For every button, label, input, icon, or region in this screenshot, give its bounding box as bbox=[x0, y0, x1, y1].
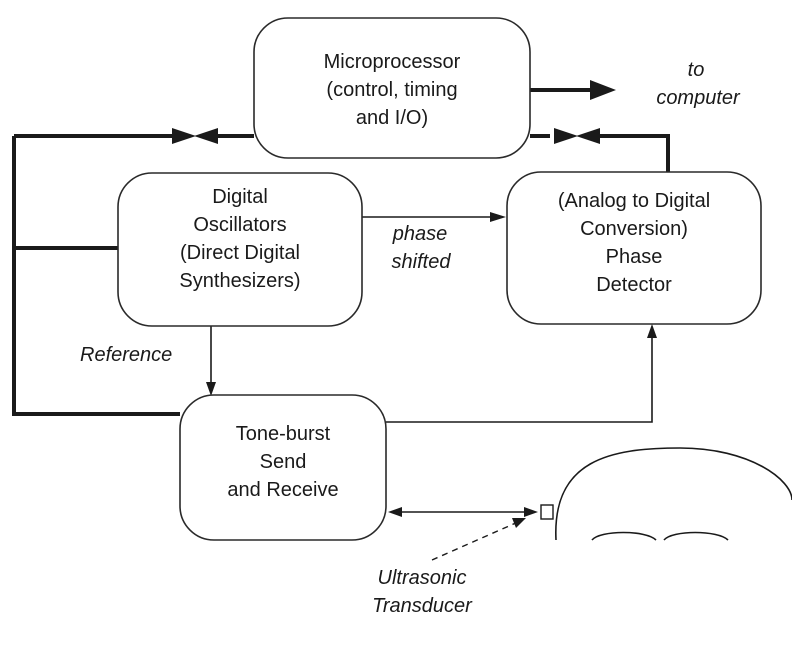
head-crown-curve bbox=[555, 447, 792, 541]
detector-line-3: Phase bbox=[606, 246, 663, 268]
oscillators-box: Digital Oscillators (Direct Digital Synt… bbox=[117, 172, 363, 327]
phase-shifted-arrowhead bbox=[490, 212, 506, 222]
transducer-label-line-1: Ultrasonic bbox=[378, 567, 467, 589]
receive-to-detector-arrow bbox=[386, 324, 657, 423]
bus-arrowhead-left bbox=[194, 128, 218, 144]
detector-line-4: Detector bbox=[596, 274, 672, 296]
transducer-pointer-arrowhead bbox=[512, 518, 526, 528]
microprocessor-box: Microprocessor (control, timing and I/O) bbox=[253, 17, 531, 159]
detector-box: (Analog to Digital Conversion) Phase Det… bbox=[506, 171, 762, 325]
phase-shifted-arrow bbox=[362, 212, 506, 222]
head-outline bbox=[540, 447, 792, 541]
toneburst-line-3: and Receive bbox=[227, 479, 338, 501]
left-bus-line bbox=[12, 136, 180, 416]
toneburst-box: Tone-burst Send and Receive bbox=[179, 394, 387, 541]
transducer-label-line-2: Transducer bbox=[372, 595, 473, 617]
transducer-link-arrowhead-left bbox=[388, 507, 402, 517]
transducer-link-arrowhead-right bbox=[524, 507, 538, 517]
transducer-pointer-line bbox=[431, 521, 519, 561]
to-computer-label-line-2: computer bbox=[656, 87, 741, 109]
to-computer-arrowhead bbox=[590, 80, 616, 100]
detector-bus-arrowhead-left bbox=[576, 128, 600, 144]
phase-shifted-label-line-1: phase bbox=[392, 223, 448, 245]
microprocessor-line-3: and I/O) bbox=[356, 107, 428, 129]
toneburst-line-1: Tone-burst bbox=[236, 423, 331, 445]
head-left-ear-curve bbox=[591, 531, 657, 541]
detector-bus bbox=[530, 128, 670, 172]
oscillators-line-3: (Direct Digital bbox=[180, 242, 300, 264]
to-computer-label-line-1: to bbox=[688, 59, 705, 81]
detector-line-2: Conversion) bbox=[580, 218, 688, 240]
microprocessor-line-2: (control, timing bbox=[326, 79, 457, 101]
head-right-ear-curve bbox=[663, 531, 729, 541]
output-arrow bbox=[530, 80, 616, 100]
reference-arrowhead bbox=[206, 382, 216, 396]
transducer-icon bbox=[540, 504, 554, 520]
reference-label: Reference bbox=[80, 344, 172, 366]
microprocessor-line-1: Microprocessor bbox=[324, 51, 461, 73]
phase-shifted-label-line-2: shifted bbox=[392, 251, 452, 273]
transducer-pointer bbox=[431, 518, 526, 561]
oscillators-line-4: Synthesizers) bbox=[179, 270, 300, 292]
bus-arrowhead-right bbox=[172, 128, 196, 144]
oscillators-line-2: Oscillators bbox=[193, 214, 286, 236]
toneburst-line-2: Send bbox=[260, 451, 307, 473]
receive-to-detector-line bbox=[386, 336, 653, 423]
detector-line-1: (Analog to Digital bbox=[558, 190, 710, 212]
transducer-link bbox=[388, 507, 538, 517]
receive-to-detector-arrowhead bbox=[647, 324, 657, 338]
detector-bus-arrowhead-right bbox=[554, 128, 578, 144]
detector-bus-line bbox=[600, 134, 670, 172]
control-bus bbox=[12, 128, 254, 416]
oscillators-line-1: Digital bbox=[212, 186, 268, 208]
reference-arrow bbox=[206, 326, 216, 396]
